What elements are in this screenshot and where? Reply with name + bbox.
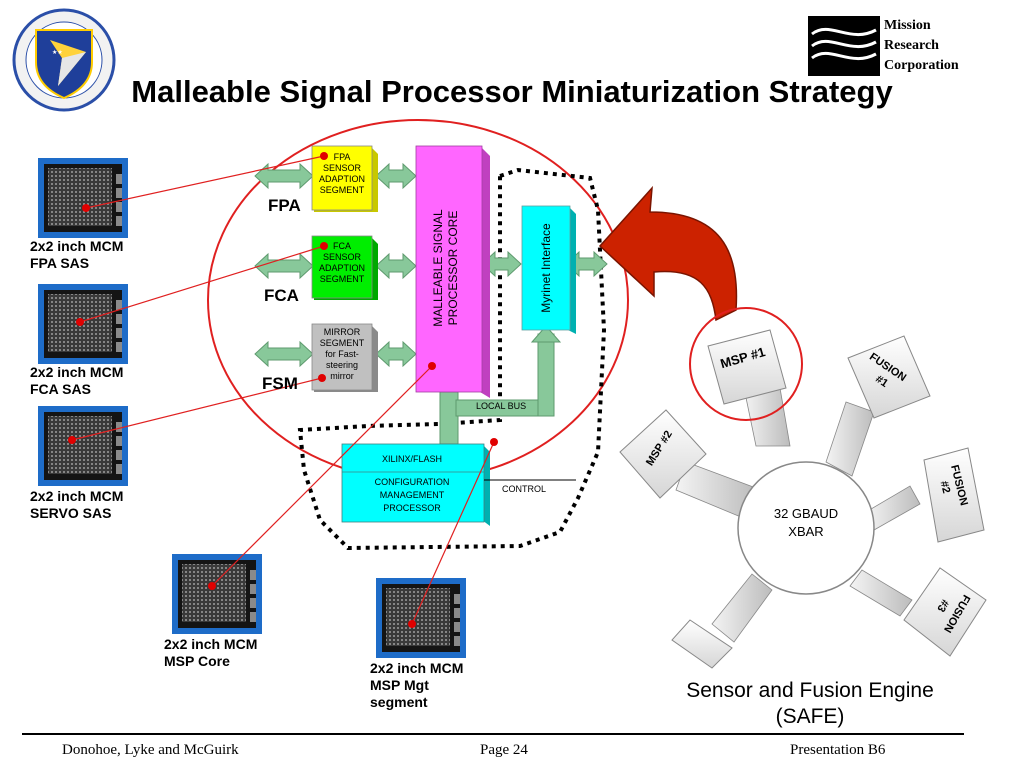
mcm-msp-core-line-2: MSP Core xyxy=(164,653,230,669)
myrinet-label: Myrinet Interface xyxy=(539,223,553,313)
data-flow-arrows xyxy=(254,162,608,445)
svg-text:★★: ★★ xyxy=(52,49,63,56)
fca-box-line-3: ADAPTION xyxy=(319,263,365,273)
fca-box-line-1: FCA xyxy=(333,241,351,251)
footer-authors: Donohoe, Lyke and McGuirk xyxy=(62,742,239,758)
fca-sensor-adaption-segment: FCA SENSOR ADAPTION SEGMENT xyxy=(311,235,378,300)
footer-presentation-id: Presentation B6 xyxy=(790,742,886,758)
org-line-1: Mission xyxy=(884,18,931,33)
mcm-servo-line-1: 2x2 inch MCM xyxy=(30,488,124,504)
mcm-msp-mgt-line-1: 2x2 inch MCM xyxy=(370,660,464,676)
slide-title: Malleable Signal Processor Miniaturizati… xyxy=(131,74,893,109)
configuration-management-processor: XILINX/FLASH CONFIGURATION MANAGEMENT PR… xyxy=(341,443,490,526)
mcm-fpa-line-1: 2x2 inch MCM xyxy=(30,238,124,254)
mrc-logo-mark xyxy=(808,16,880,76)
xbar-label-line-2: XBAR xyxy=(788,524,823,539)
mcm-chip-fpa xyxy=(38,158,128,238)
footer-page-number: Page 24 xyxy=(480,742,528,758)
mcm-msp-core-caption: 2x2 inch MCM MSP Core xyxy=(164,636,257,670)
msp-dotted-boundary xyxy=(297,167,607,551)
afrl-shield-logo: ★★ xyxy=(12,8,116,112)
mcm-fca-line-1: 2x2 inch MCM xyxy=(30,364,124,380)
fpa-label: FPA xyxy=(268,196,301,215)
safe-caption-line-2: (SAFE) xyxy=(775,705,845,728)
config-line-3: PROCESSOR xyxy=(383,503,441,513)
mcm-msp-mgt-caption: 2x2 inch MCM MSP Mgt segment xyxy=(370,660,463,711)
xbar-label-line-1: 32 GBAUD xyxy=(774,506,838,521)
connector-dots xyxy=(68,152,498,628)
config-line-1: CONFIGURATION xyxy=(375,477,450,487)
mcm-fpa-line-2: FPA SAS xyxy=(30,255,90,271)
mcm-msp-mgt-line-2: MSP Mgt xyxy=(370,677,429,693)
mirror-box-line-4: steering xyxy=(326,360,358,370)
config-line-2: MANAGEMENT xyxy=(380,490,445,500)
mirror-box-line-1: MIRROR xyxy=(324,327,361,337)
fca-box-line-4: SEGMENT xyxy=(320,274,365,284)
msp-core-block: MALLEABLE SIGNAL PROCESSOR CORE xyxy=(415,145,490,398)
mcm-msp-core-line-1: 2x2 inch MCM xyxy=(164,636,258,652)
mcm-servo-line-2: SERVO SAS xyxy=(30,505,112,521)
mcm-chip-msp-mgt xyxy=(376,578,466,658)
fusion3-label-line-2: #3 xyxy=(934,597,951,614)
msp1-highlight-circle xyxy=(689,307,803,421)
myrinet-interface-block: Myrinet Interface xyxy=(521,205,576,334)
control-label: CONTROL xyxy=(502,484,546,494)
big-red-arrow xyxy=(598,185,738,322)
fpa-box-line-4: SEGMENT xyxy=(320,185,365,195)
org-line-2: Research xyxy=(884,38,939,53)
mirror-box-line-2: SEGMENT xyxy=(320,338,365,348)
safe-caption: Sensor and Fusion Engine (SAFE) xyxy=(640,678,980,730)
mcm-servo-caption: 2x2 inch MCM SERVO SAS xyxy=(30,488,123,522)
mcm-fca-line-2: FCA SAS xyxy=(30,381,91,397)
local-bus-label: LOCAL BUS xyxy=(476,401,526,411)
mcm-msp-mgt-line-3: segment xyxy=(370,694,428,710)
safe-caption-line-1: Sensor and Fusion Engine xyxy=(686,679,934,702)
mirror-box-line-5: mirror xyxy=(330,371,354,381)
fca-box-line-2: SENSOR xyxy=(323,252,362,262)
mcm-chip-msp-core xyxy=(172,554,262,634)
fpa-box-line-1: FPA xyxy=(334,152,351,162)
mirror-box-line-3: for Fast- xyxy=(325,349,359,359)
mcm-fpa-caption: 2x2 inch MCM FPA SAS xyxy=(30,238,123,272)
core-label-line-1: MALLEABLE SIGNAL xyxy=(431,209,445,327)
fsm-label: FSM xyxy=(262,374,298,393)
mcm-fca-caption: 2x2 inch MCM FCA SAS xyxy=(30,364,123,398)
safe-xbar-diagram xyxy=(619,329,987,669)
mcm-chip-servo xyxy=(38,406,128,486)
org-line-3: Corporation xyxy=(884,58,959,73)
connector-lines xyxy=(71,155,495,625)
fusion2-label-line-2: #2 xyxy=(938,480,953,495)
organization-name: Mission Research Corporation xyxy=(884,16,959,76)
core-label-line-2: PROCESSOR CORE xyxy=(446,211,460,326)
fpa-box-line-3: ADAPTION xyxy=(319,174,365,184)
mirror-segment: MIRROR SEGMENT for Fast- steering mirror xyxy=(311,323,378,392)
xilinx-flash-label: XILINX/FLASH xyxy=(382,454,442,464)
fusion1-label-line-2: #1 xyxy=(873,373,890,390)
fpa-box-line-2: SENSOR xyxy=(323,163,362,173)
fca-label: FCA xyxy=(264,286,299,305)
